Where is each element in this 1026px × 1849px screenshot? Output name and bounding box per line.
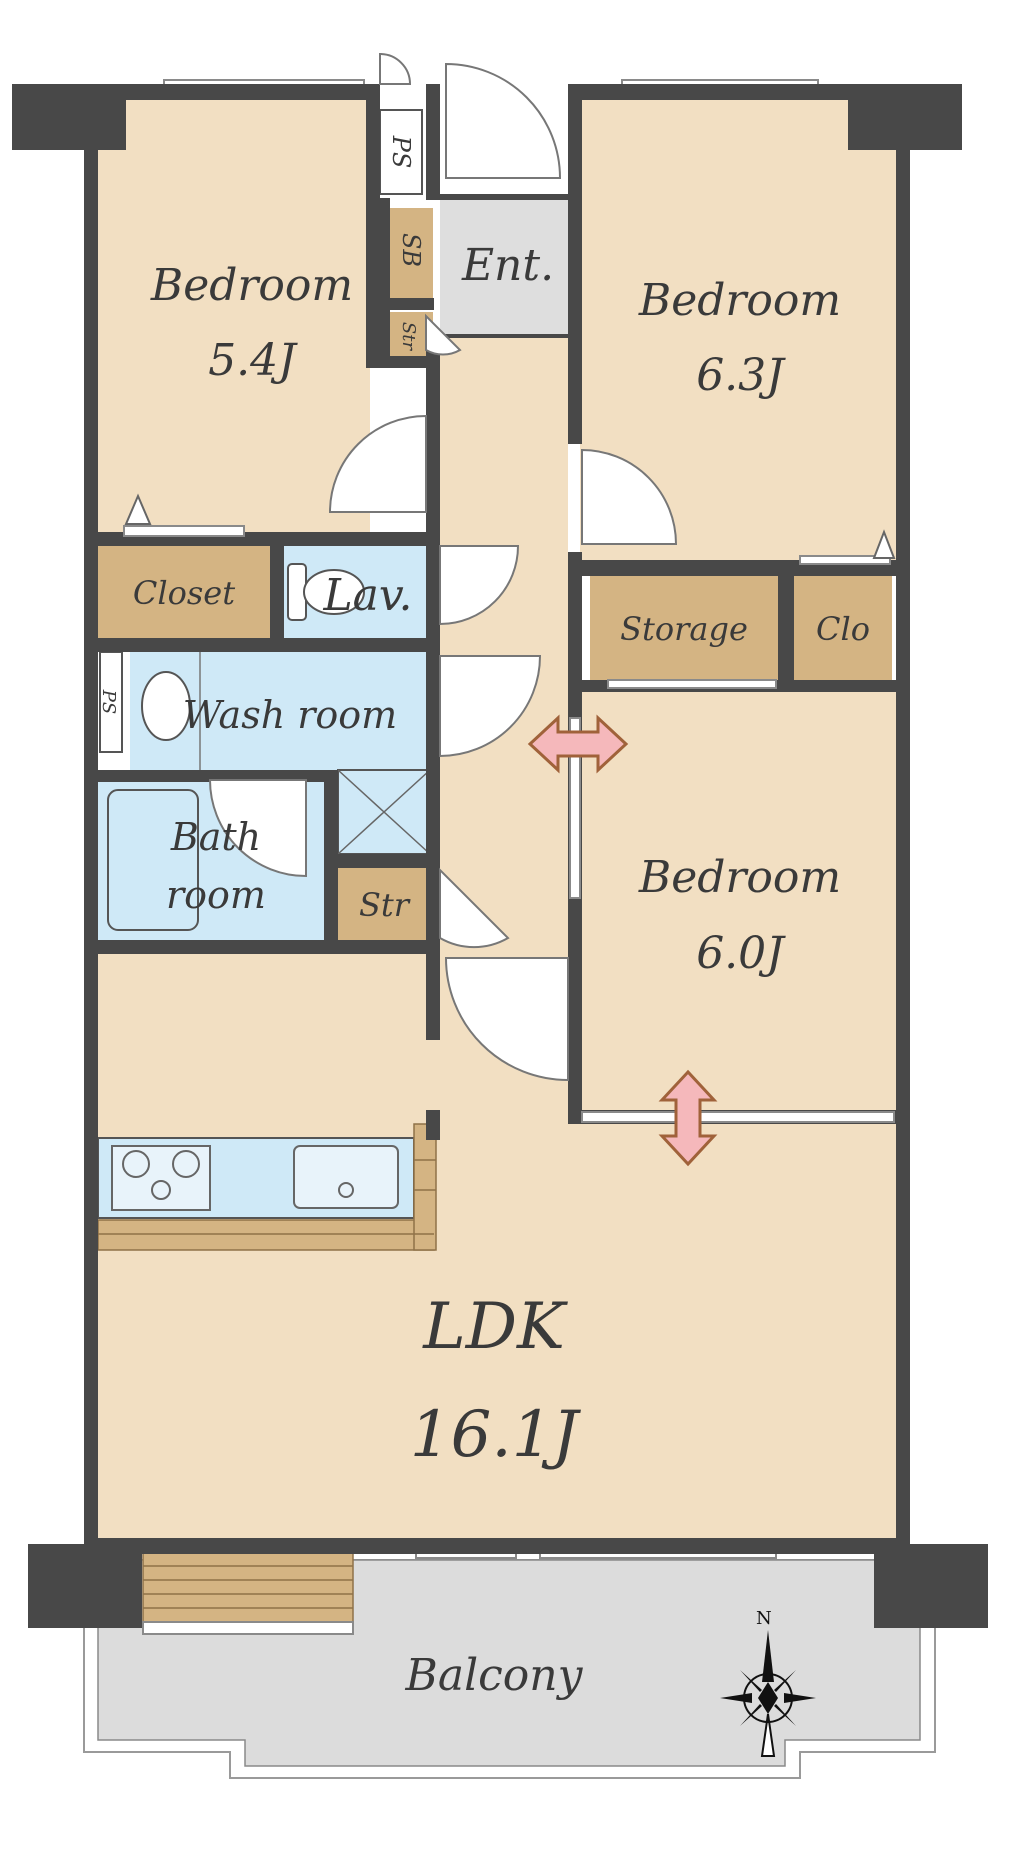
- ldk-size: 16.1J: [410, 1398, 582, 1472]
- floor-fills: [98, 100, 896, 1538]
- walls: [12, 84, 988, 1628]
- entrance-label: Ent.: [461, 240, 554, 291]
- bedroom-nw-name: Bedroom: [150, 260, 353, 311]
- door-bedroom-nw: [328, 414, 427, 513]
- closet-marker-ne: [872, 529, 896, 559]
- storage-fill: [590, 576, 778, 680]
- door-str-mid: [439, 867, 510, 949]
- doors: [123, 52, 896, 1123]
- door-bath: [208, 779, 307, 878]
- clo-label: Clo: [816, 610, 870, 648]
- pipe-space-top-label: PS: [387, 135, 415, 169]
- storage-small-mid-label: Str: [359, 886, 411, 924]
- wash-room-label: Wash room: [183, 693, 397, 737]
- bedroom-ne-size: 6.3J: [696, 350, 786, 401]
- kitchen-cabinet: [97, 1219, 435, 1251]
- toilet-bowl: [303, 569, 365, 615]
- lavatory-label: Lav.: [322, 570, 412, 621]
- door-closet: [123, 525, 245, 537]
- ldk-floor-ext: [568, 1124, 896, 1154]
- door-ldk: [444, 957, 569, 1082]
- closet-marker-nw: [124, 493, 152, 525]
- door-ps-top: [379, 52, 412, 85]
- door-bedroom-ne: [581, 448, 678, 545]
- door-lavatory: [439, 545, 520, 626]
- shoe-box-label: SB: [397, 233, 425, 267]
- kitchen-sink: [293, 1145, 399, 1209]
- door-entrance: [445, 62, 562, 179]
- bath-room-label-line1: Bath: [170, 815, 261, 859]
- shoe-box-fill: [389, 208, 433, 298]
- door-clo: [799, 555, 891, 565]
- sliding-arrow-vertical: [658, 1069, 718, 1167]
- closet-fill: [98, 546, 270, 638]
- compass-north-icon: N: [720, 1608, 816, 1757]
- compass-label: N: [756, 1608, 772, 1629]
- door-bedroom-e-slide: [581, 1111, 895, 1123]
- ldk-name: LDK: [422, 1290, 568, 1364]
- pillar-sw: [28, 1544, 142, 1628]
- wash-basin: [141, 671, 191, 741]
- pillar-se: [874, 1544, 988, 1628]
- door-storage: [607, 679, 777, 689]
- window-deck: [142, 1621, 354, 1635]
- door-wash-room: [439, 655, 542, 758]
- sliding-arrow-horizontal: [527, 714, 629, 774]
- kitchen-side-cabinet: [413, 1123, 437, 1251]
- storage-small-mid-fill: [338, 868, 430, 940]
- bedroom-nw-floor: [98, 100, 370, 532]
- balcony-label: Balcony: [405, 1650, 584, 1701]
- bedroom-nw-size: 5.4J: [208, 335, 298, 386]
- bathtub: [107, 789, 199, 931]
- bath-room-label-line2: room: [166, 873, 266, 917]
- bedroom-e-name: Bedroom: [638, 852, 841, 903]
- service-areas: [97, 109, 892, 1251]
- arrows: [527, 714, 718, 1167]
- bedroom-e-size: 6.0J: [696, 928, 786, 979]
- pipe-space-top-fill: [379, 109, 423, 195]
- clo-fill: [794, 576, 892, 680]
- bedroom-ne-name: Bedroom: [638, 275, 841, 326]
- pipe-space-mid-label: PS: [98, 689, 119, 714]
- storage-label: Storage: [620, 610, 748, 648]
- door-bedroom-e-side: [569, 717, 581, 899]
- closet-label: Closet: [133, 574, 235, 612]
- storage-small-top-label: Str: [398, 322, 419, 352]
- balcony-deck-slats: [143, 1565, 353, 1609]
- balcony-deck: [142, 1551, 354, 1623]
- room-labels: Bedroom 5.4J Bedroom 6.3J Bedroom 6.0J E…: [98, 135, 870, 1701]
- door-str-top: [425, 313, 462, 356]
- entrance-floor: [440, 198, 568, 338]
